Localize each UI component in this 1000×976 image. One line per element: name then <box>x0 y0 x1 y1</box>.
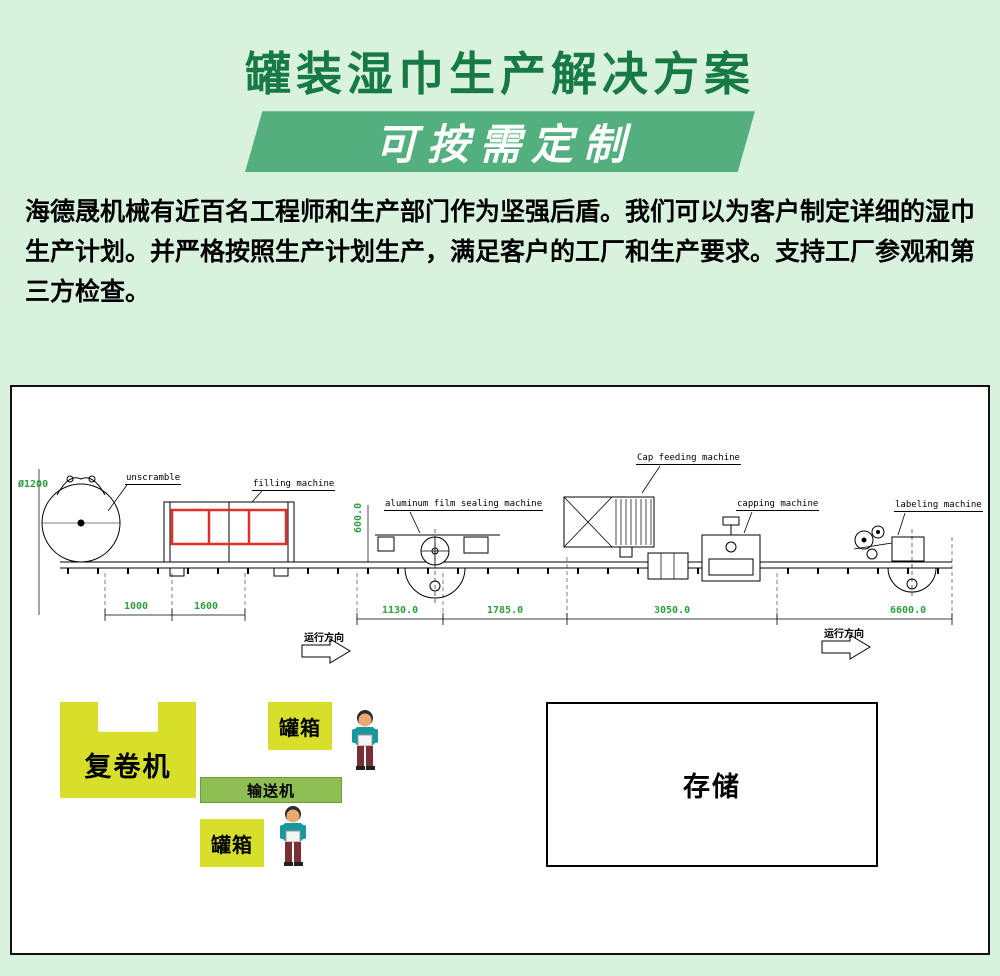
banner-label: 可按需定制 <box>374 121 635 169</box>
film-sealing-machine-drawing <box>367 505 500 603</box>
label-filling-machine: filling machine <box>252 479 336 491</box>
can-box-top-label: 罐箱 <box>279 717 321 740</box>
production-line-cad-drawing <box>38 465 953 664</box>
layout-diagram-panel: unscramble filling machine aluminum film… <box>10 385 990 955</box>
can-box-bottom-label: 罐箱 <box>211 834 253 857</box>
dimension-1600: 1600 <box>194 601 219 612</box>
unscramble-drawing <box>41 475 128 563</box>
page-title: 罐装湿巾生产解决方案 <box>245 48 755 100</box>
direction-label-right: 运行方向 <box>824 629 864 640</box>
intro-paragraph: 海德晟机械有近百名工程师和生产部门作为坚强后盾。我们可以为客户制定详细的湿巾生产… <box>25 198 976 307</box>
dimension-1785: 1785.0 <box>487 605 524 616</box>
label-vertical-dimension: 600.0 <box>353 502 364 533</box>
conveyor-label: 输送机 <box>246 782 295 800</box>
can-box-bottom: 罐箱 <box>200 819 264 867</box>
storage-label: 存储 <box>683 772 741 802</box>
conveyor-machine: 输送机 <box>200 777 342 803</box>
label-cap-feeding-machine: Cap feeding machine <box>636 453 741 465</box>
dimension-chain-left <box>104 573 246 621</box>
capping-machine-drawing <box>647 511 761 582</box>
cap-feeding-machine-drawing <box>563 465 661 558</box>
rewinder-label: 复卷机 <box>84 751 172 782</box>
direction-arrow-right <box>821 634 871 660</box>
label-unscramble: unscramble <box>125 473 182 485</box>
dimension-6600: 6600.0 <box>890 605 927 616</box>
filling-machine-drawing <box>163 490 295 577</box>
can-box-top: 罐箱 <box>268 702 332 750</box>
worker-icon <box>280 806 306 866</box>
dimension-1130: 1130.0 <box>382 605 419 616</box>
direction-arrow-left <box>301 638 351 664</box>
dimension-chain-right <box>356 537 953 625</box>
worker-icon <box>352 710 378 770</box>
dimension-3050: 3050.0 <box>654 605 691 616</box>
direction-label-left: 运行方向 <box>304 633 344 644</box>
page: 罐装湿巾生产解决方案 可按需定制 海德晟机械有近百名工程师和生产部门作为坚强后盾… <box>0 48 1000 955</box>
banner-ribbon: 可按需定制 <box>245 111 755 173</box>
label-labeling-machine: labeling machine <box>894 500 983 512</box>
dimension-1000: 1000 <box>124 601 149 612</box>
label-film-sealing-machine: aluminum film sealing machine <box>384 499 544 511</box>
labeling-machine-drawing <box>853 512 937 599</box>
label-diameter: Ø1200 <box>18 479 49 490</box>
storage-area: 存储 <box>546 702 878 867</box>
label-capping-machine: capping machine <box>736 499 820 511</box>
